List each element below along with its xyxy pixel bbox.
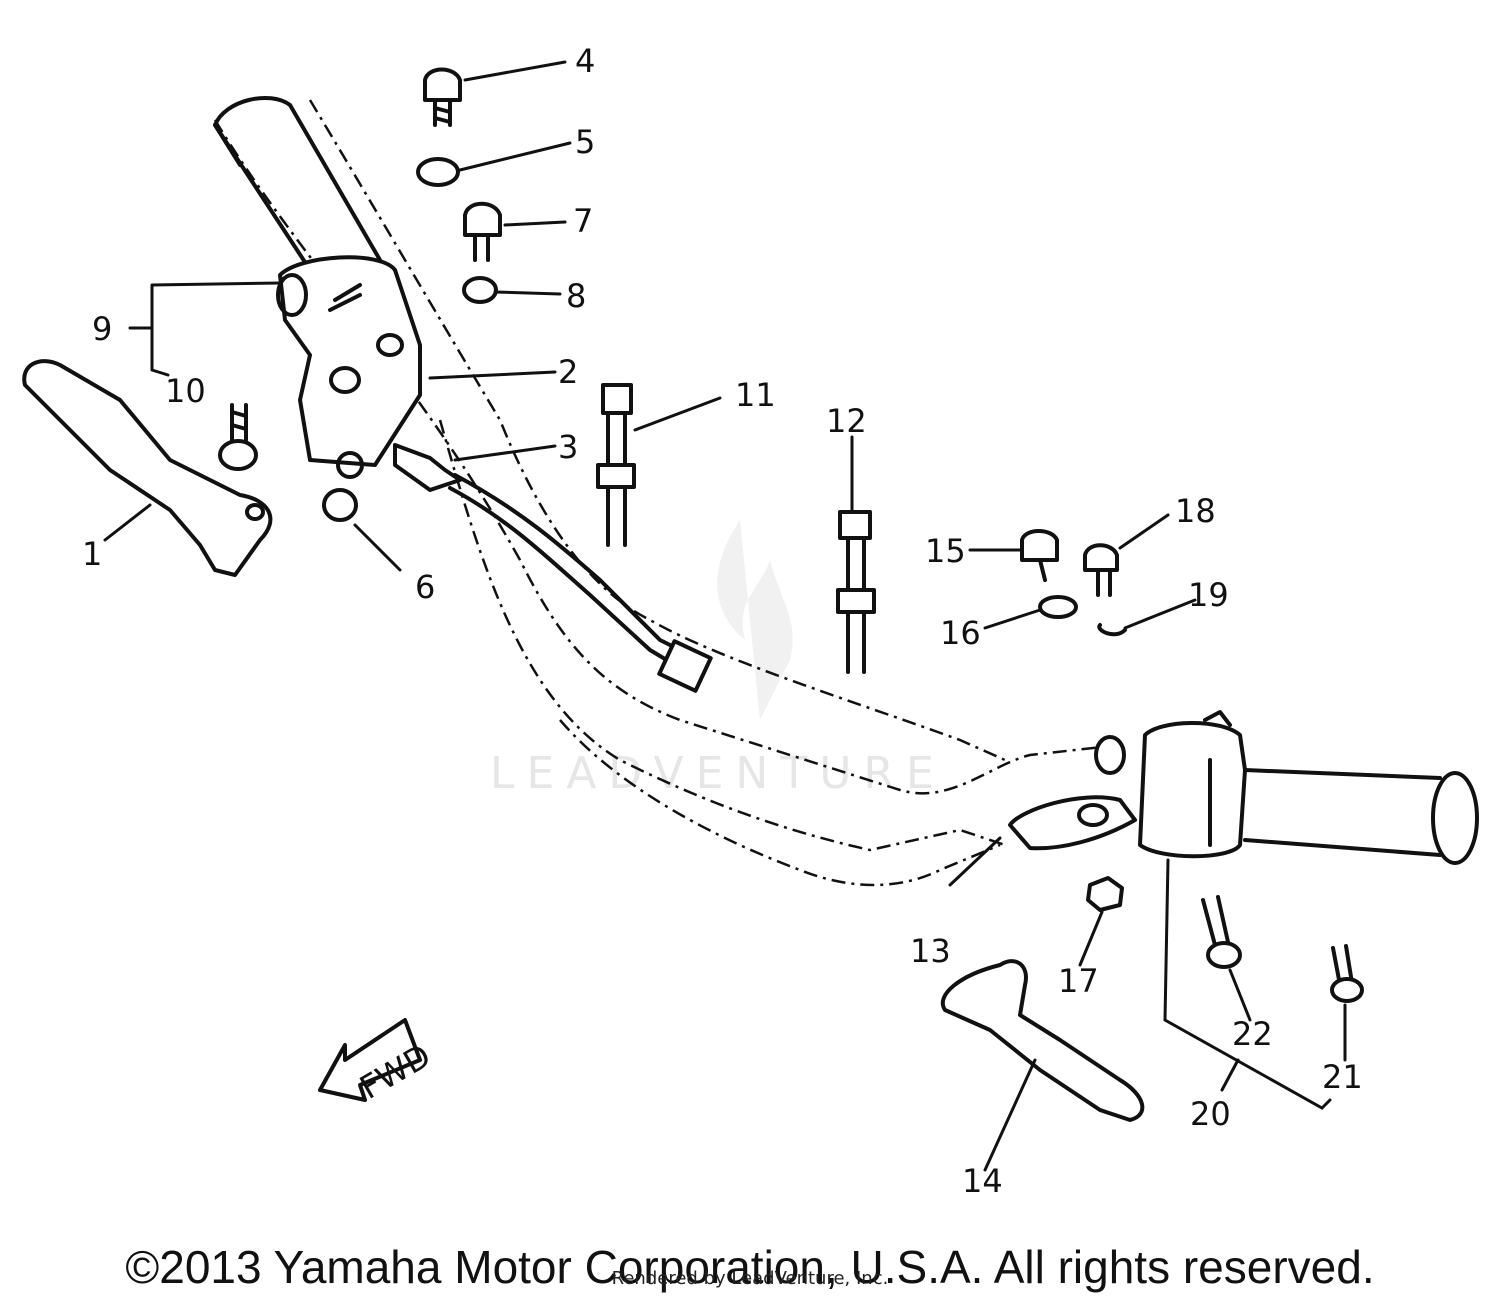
part-label-1: 1 [82,535,102,573]
part-label-7: 7 [573,202,593,240]
part-label-21: 21 [1322,1058,1363,1096]
part-label-14: 14 [962,1162,1003,1200]
leader-lines [103,60,1347,1172]
part-label-20: 20 [1190,1095,1231,1133]
leadventure-logo-icon [717,520,793,720]
part-label-5: 5 [575,123,595,161]
bolt-18 [1083,543,1119,597]
part-label-9: 9 [92,310,112,348]
cable-tie-11 [596,383,636,547]
throttle-housing [1138,710,1247,859]
washer-19 [1097,623,1127,637]
brake-switch-cable [393,443,713,693]
right-clutch-lever [941,959,1145,1122]
screw-22 [1201,895,1242,969]
screw-21 [1330,944,1364,1003]
right-grip [1243,768,1479,865]
part-label-22: 22 [1232,1015,1273,1053]
bolt-7 [463,201,502,262]
washer-16 [1038,595,1078,619]
watermark-text: LEADVENTURE [490,748,946,799]
bolt-10 [218,403,258,471]
bolt-4 [423,67,462,127]
left-grip [213,95,382,287]
rendered-by-note: Rendered by LeadVenture, Inc. [611,1268,889,1289]
part-label-3: 3 [558,428,578,466]
right-lever-holder [1008,735,1137,851]
nut-6 [322,488,358,522]
bolt-15 [1020,529,1059,582]
handlebar-tube [213,99,1121,887]
left-brake-lever [22,359,273,577]
part-label-6: 6 [415,568,435,606]
part-label-15: 15 [925,532,966,570]
cable-tie-12 [836,510,876,674]
part-label-8: 8 [566,277,586,315]
part-label-13: 13 [910,932,951,970]
part-label-12: 12 [826,402,867,440]
forward-direction-arrow [318,1018,422,1102]
part-label-10: 10 [165,372,206,410]
washer-5 [416,157,460,187]
nut-17 [1086,876,1124,912]
part-label-4: 4 [575,42,595,80]
part-label-2: 2 [558,353,578,391]
washer-8 [462,276,498,304]
part-number-labels: 1 2 3 4 5 6 7 8 9 10 11 12 13 14 15 16 1… [82,42,1363,1200]
copyright-notice: ©2013 Yamaha Motor Corporation, U.S.A. A… [125,1241,1375,1293]
part-label-16: 16 [940,614,981,652]
part-label-17: 17 [1058,962,1099,1000]
part-label-19: 19 [1188,576,1229,614]
left-lever-holder [276,255,422,479]
part-label-18: 18 [1175,492,1216,530]
part-label-11: 11 [735,376,776,414]
